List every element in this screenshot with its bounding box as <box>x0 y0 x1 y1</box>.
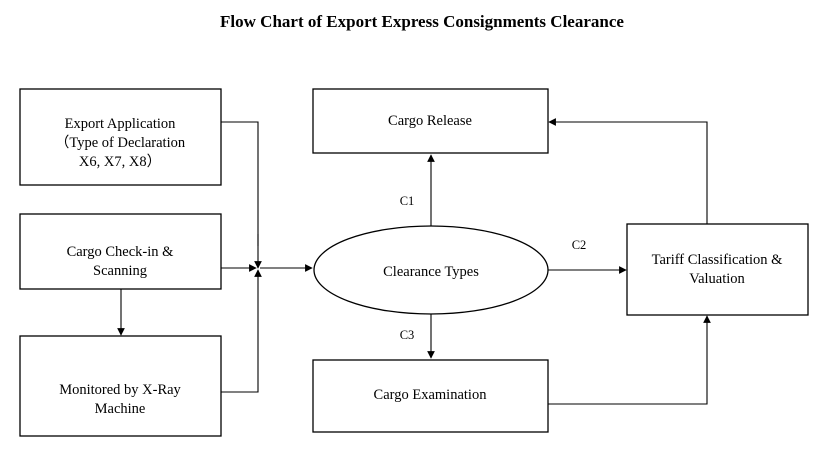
edge-xray-to-junction <box>221 269 262 393</box>
tariff-line-1: Tariff Classification & <box>652 252 784 268</box>
export-application-line-3: X6, X7, X8） <box>79 153 161 170</box>
node-clearance-types: Clearance Types <box>313 225 549 315</box>
node-tariff: Tariff Classification & Valuation <box>626 223 809 316</box>
edge-examination-to-tariff <box>548 315 711 405</box>
xray-line-1: Monitored by X-Ray <box>59 382 181 398</box>
edge-tariff-to-release <box>548 118 708 224</box>
clearance-types-label: Clearance Types <box>383 264 479 280</box>
edge-export-to-junction <box>221 121 262 269</box>
chart-title: Flow Chart of Export Express Consignment… <box>220 12 624 31</box>
edge-label-c3: C3 <box>400 328 415 342</box>
export-application-line-2: （Type of Declaration <box>55 134 186 151</box>
node-xray: Monitored by X-Ray Machine <box>19 335 222 437</box>
node-export-application: Export Application （Type of Declaration … <box>19 88 222 186</box>
edge-label-c2: C2 <box>572 238 587 252</box>
node-cargo-examination: Cargo Examination <box>312 359 549 433</box>
tariff-line-2: Valuation <box>689 271 745 287</box>
export-application-line-1: Export Application <box>65 116 176 132</box>
cargo-checkin-line-1: Cargo Check-in & <box>67 244 175 260</box>
node-cargo-checkin: Cargo Check-in & Scanning <box>19 213 222 290</box>
cargo-release-label: Cargo Release <box>388 113 472 129</box>
cargo-checkin-line-2: Scanning <box>93 263 147 279</box>
edge-label-c1: C1 <box>400 194 415 208</box>
cargo-examination-label: Cargo Examination <box>374 387 488 403</box>
node-cargo-release: Cargo Release <box>312 88 549 154</box>
xray-line-2: Machine <box>95 401 146 417</box>
